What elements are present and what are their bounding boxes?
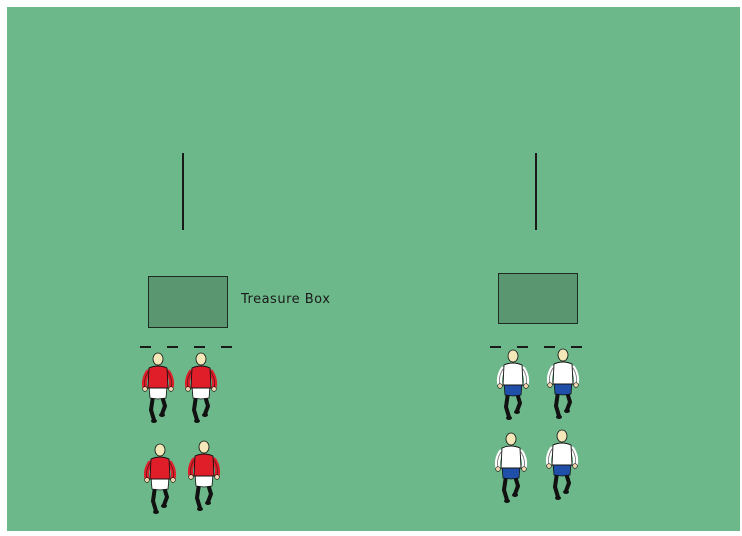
blue-team-player (542, 427, 582, 501)
blue-team-player (491, 430, 531, 504)
blue-team-player (493, 347, 533, 421)
red-team-player (138, 350, 178, 424)
red-team-player (181, 350, 221, 424)
left-start-line-dash (194, 346, 205, 348)
treasure-box-label: Treasure Box (241, 292, 330, 307)
red-team-player (140, 441, 180, 515)
left-start-line-dash (140, 346, 151, 348)
left-start-line-dash (221, 346, 232, 348)
blue-team-player (543, 346, 583, 420)
right-pole (535, 153, 537, 230)
pitch: Treasure Box (7, 7, 740, 531)
left-treasure-box (148, 276, 228, 328)
left-start-line-dash (167, 346, 178, 348)
red-team-player (184, 438, 224, 512)
left-pole (182, 153, 184, 230)
right-treasure-box (498, 273, 578, 324)
